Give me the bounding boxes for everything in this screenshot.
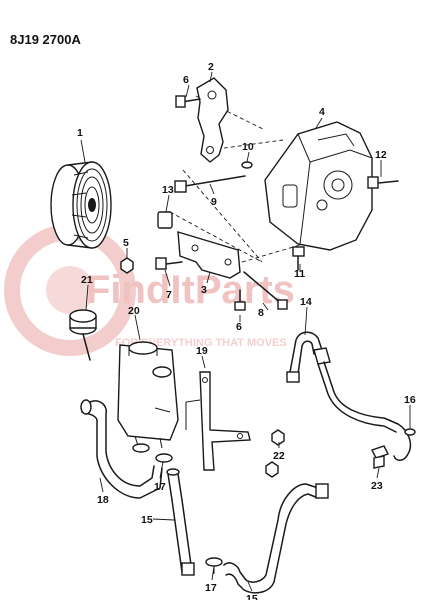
callout-2: 2: [208, 61, 214, 73]
bolt-11-part: [292, 246, 305, 271]
callout-21: 21: [81, 274, 93, 286]
callout-12: 12: [375, 149, 387, 161]
long-bolt-part: [174, 175, 246, 193]
callout-3: 3: [201, 284, 207, 296]
callout-16: 16: [404, 394, 416, 406]
pump-bracket-part: [264, 121, 373, 251]
callout-14: 14: [300, 296, 312, 308]
drawing-code: 8J19 2700A: [10, 32, 81, 47]
callout-17-lower: 17: [205, 582, 217, 594]
nut-22-part: [265, 429, 285, 478]
callout-4: 4: [319, 106, 325, 118]
callout-8: 8: [258, 307, 264, 319]
bolt-part: [175, 95, 201, 108]
callout-15-right: 15: [246, 593, 258, 600]
spacer-part: [157, 211, 173, 229]
callout-6-top: 6: [183, 74, 189, 86]
callout-1: 1: [77, 127, 83, 139]
bolt-7-part: [155, 257, 183, 270]
stud-part: [243, 271, 288, 310]
callout-17-upper: 17: [154, 481, 166, 493]
callout-20: 20: [128, 305, 140, 317]
pressure-hose-part: [223, 483, 329, 594]
callout-15-left: 15: [141, 514, 153, 526]
callout-5: 5: [123, 237, 129, 249]
reservoir-cap-part: [69, 309, 97, 361]
callout-13: 13: [162, 184, 174, 196]
callout-23: 23: [371, 480, 383, 492]
pressure-line-part: [286, 331, 412, 461]
lower-bracket-part: [177, 231, 241, 279]
callout-10: 10: [242, 141, 254, 153]
pressure-switch-part: [371, 445, 389, 469]
lower-hose-part: [166, 468, 195, 576]
bolt-lower-part: [234, 289, 246, 311]
callout-11: 11: [294, 268, 305, 280]
watermark: FindItParts FOR EVERYTHING THAT MOVES: [4, 224, 295, 356]
callout-9: 9: [211, 196, 217, 208]
callout-labels: 1 2 3 4 5 6 6 7 8 9 10 11 12 13 14 15 15…: [77, 61, 416, 600]
callout-19: 19: [196, 345, 208, 357]
callout-18: 18: [97, 494, 109, 506]
watermark-brand: FindItParts: [86, 268, 295, 312]
bolt-right-part: [367, 176, 399, 189]
callout-leaders: [80, 71, 411, 592]
upper-bracket-part: [196, 77, 229, 163]
reservoir-part: [117, 341, 179, 449]
nut-part: [120, 257, 134, 274]
callout-6-lower: 6: [236, 321, 242, 333]
return-hose-part: [80, 399, 163, 499]
support-bracket-part: [185, 371, 251, 471]
watermark-tagline: FOR EVERYTHING THAT MOVES: [115, 337, 287, 349]
fitting-part: [404, 428, 416, 436]
hose-clamp-part: [132, 443, 173, 463]
callout-7: 7: [166, 289, 172, 301]
pulley-part: [50, 161, 112, 249]
washer-part: [241, 161, 253, 169]
callout-22: 22: [273, 450, 285, 462]
